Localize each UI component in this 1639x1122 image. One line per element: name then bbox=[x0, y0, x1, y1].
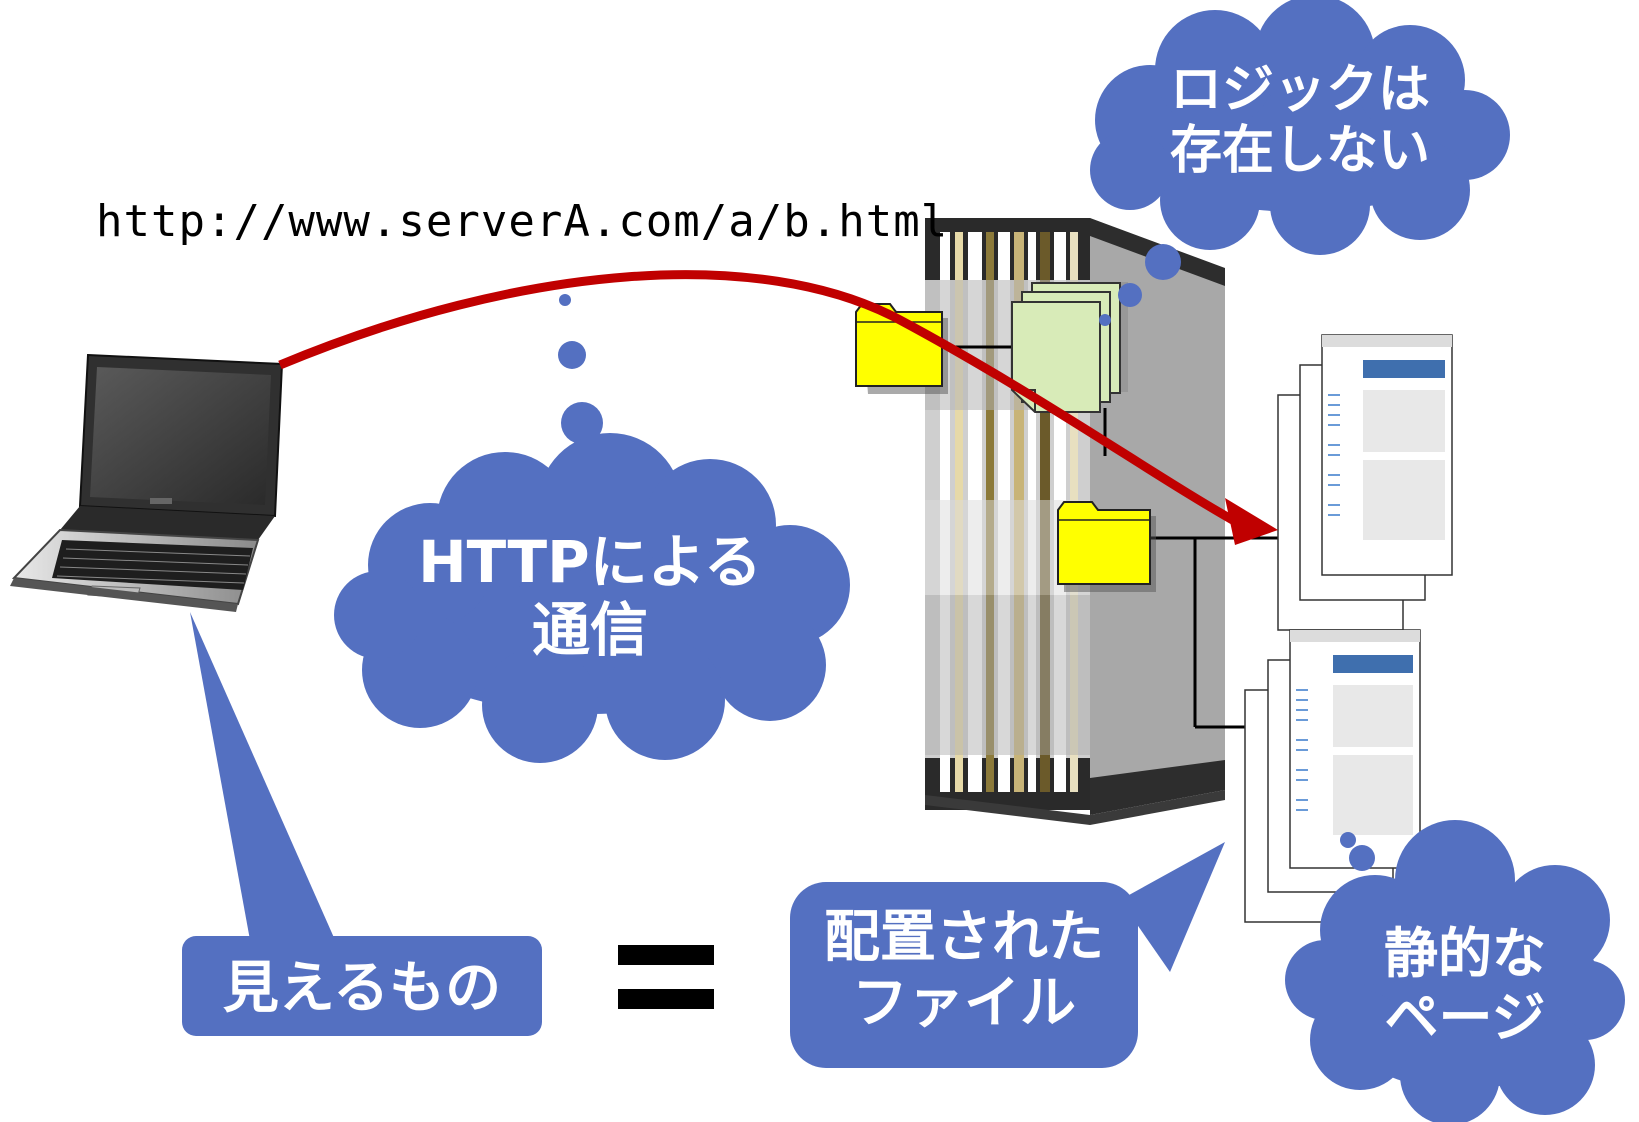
logic-cloud-label: ロジックは 存在しない bbox=[1130, 60, 1470, 183]
thought-dots bbox=[558, 294, 603, 444]
folder-icon bbox=[855, 303, 948, 394]
http-cloud-line2: 通信 bbox=[531, 596, 648, 665]
url-label: http://www.serverA.com/a/b.html bbox=[96, 196, 949, 247]
http-cloud bbox=[334, 433, 850, 763]
request-arrow bbox=[278, 270, 1278, 545]
files-callout-label: 配置された ファイル bbox=[790, 905, 1138, 1037]
static-cloud-line1: 静的な bbox=[1384, 922, 1546, 985]
equals-sign bbox=[618, 945, 714, 1033]
logic-cloud-line1: ロジックは bbox=[1169, 60, 1430, 120]
files-callout bbox=[790, 842, 1225, 1068]
file-stack-icon bbox=[1011, 282, 1128, 413]
visible-callout-box bbox=[182, 936, 542, 1036]
tree-connectors bbox=[945, 345, 1290, 729]
webpage-stack-icon bbox=[1244, 629, 1421, 923]
webpage-stack-icon bbox=[1277, 334, 1453, 631]
files-callout-line2: ファイル bbox=[852, 971, 1076, 1037]
static-cloud-label: 静的な ページ bbox=[1330, 922, 1600, 1049]
static-cloud-line2: ページ bbox=[1384, 985, 1546, 1049]
files-callout-line1: 配置された bbox=[824, 905, 1104, 970]
static-cloud bbox=[1285, 820, 1625, 1122]
folder-icon bbox=[1057, 501, 1156, 592]
logic-cloud-line2: 存在しない bbox=[1169, 121, 1430, 182]
visible-callout-label: 見えるもの bbox=[222, 956, 502, 1021]
http-cloud-label: HTTPによる 通信 bbox=[405, 528, 775, 665]
laptop-icon bbox=[10, 353, 284, 612]
laptop-callout-pointer bbox=[190, 612, 335, 940]
http-cloud-line1: HTTPによる bbox=[418, 528, 762, 596]
logic-cloud bbox=[1090, 0, 1510, 326]
